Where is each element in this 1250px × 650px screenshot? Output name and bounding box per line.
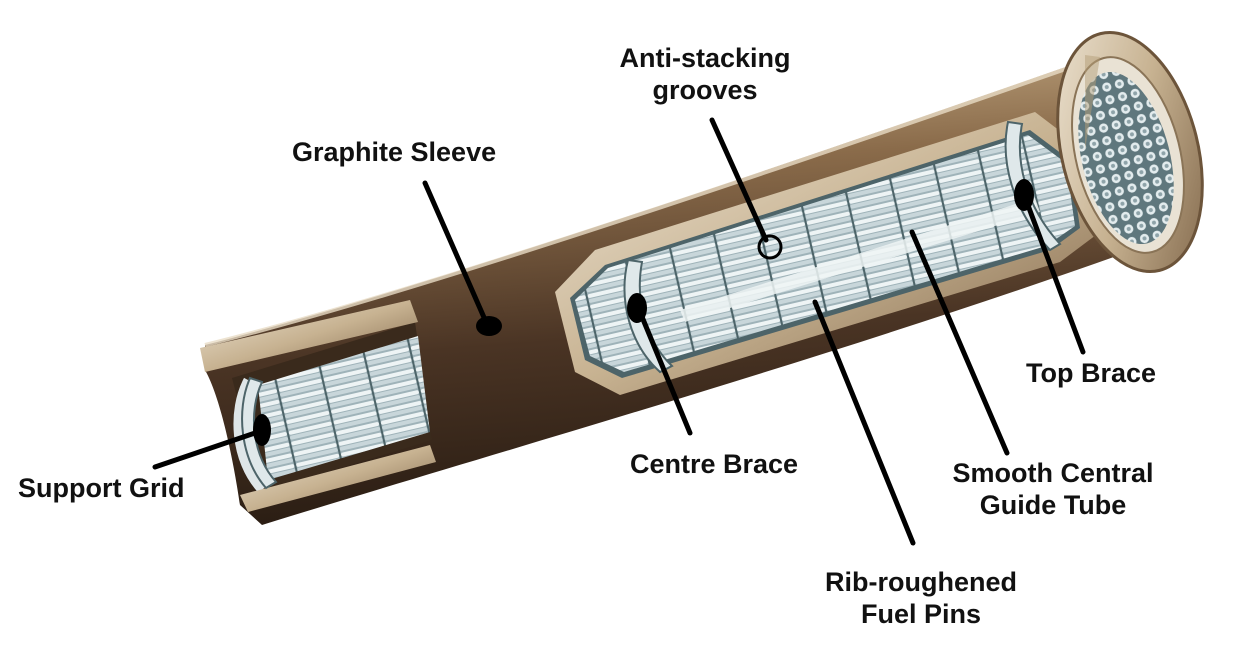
leader-graphite-sleeve (422, 180, 489, 325)
leader-top-brace (1023, 197, 1086, 355)
label-fuel-pins-line1: Rib-roughened (825, 567, 1017, 597)
label-centre-brace: Centre Brace (630, 449, 799, 479)
anti-stacking-groove-marker (757, 234, 783, 260)
leader-anti-stacking (709, 117, 769, 243)
label-smooth-central-guide-tube: Smooth Central Guide Tube (928, 457, 1178, 521)
graphite-sleeve-marker (476, 316, 502, 336)
label-top-brace: Top Brace (1026, 358, 1157, 388)
middle-cutaway (555, 112, 1100, 395)
top-brace-marker (1014, 179, 1034, 211)
leader-support-grid (152, 429, 261, 470)
support-grid-ring (241, 376, 278, 490)
label-anti-stacking-grooves: Anti-stacking grooves (580, 42, 830, 106)
label-guide-tube-line1: Smooth Central (952, 458, 1154, 488)
label-rib-roughened-fuel-pins: Rib-roughened Fuel Pins (796, 566, 1046, 630)
leader-fuel-pins (812, 299, 916, 546)
label-graphite-sleeve: Graphite Sleeve (292, 137, 497, 167)
label-anti-stacking-line1: Anti-stacking (619, 43, 791, 73)
leader-centre-brace (637, 309, 693, 436)
label-support-grid: Support Grid (18, 473, 185, 503)
label-fuel-pins-line2: Fuel Pins (860, 599, 982, 629)
top-brace-ring (1004, 120, 1062, 252)
support-grid-marker (253, 414, 271, 446)
end-cap (1056, 30, 1204, 274)
left-cutaway (200, 300, 436, 512)
label-anti-stacking-line2: grooves (652, 75, 758, 105)
leader-guide-tube (909, 229, 1010, 456)
label-guide-tube-line2: Guide Tube (979, 490, 1127, 520)
